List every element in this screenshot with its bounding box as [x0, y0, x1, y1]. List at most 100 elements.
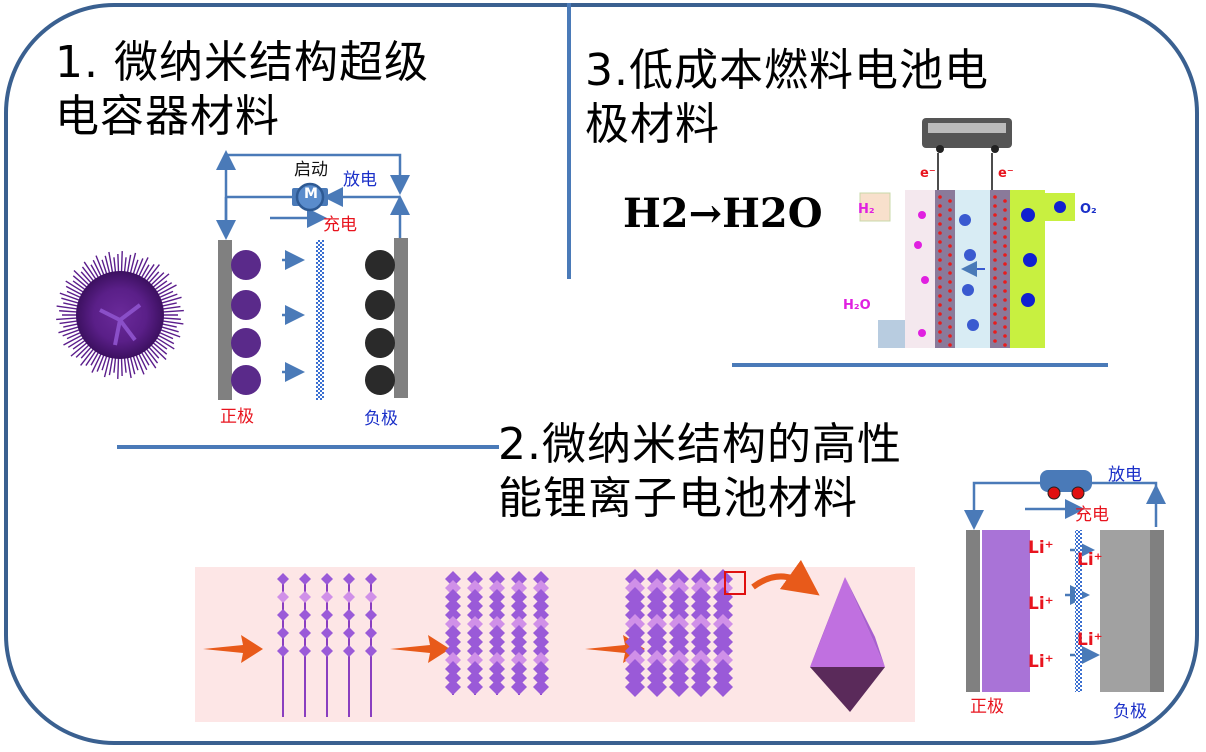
spike: [58, 325, 82, 334]
electron-right-label: e⁻: [998, 166, 1014, 181]
rounded-frame: [4, 3, 1199, 745]
nano-crystal: [467, 589, 483, 605]
negative-particles: [365, 250, 395, 395]
nano-crystal: [533, 643, 549, 659]
positive-electrode-label: 正极: [220, 407, 254, 427]
orange-arrow-icon: [203, 635, 263, 663]
nano-crystal: [489, 625, 505, 641]
nano-crystal: [445, 625, 461, 641]
spike: [158, 296, 182, 305]
nano-crystal: [489, 607, 505, 623]
sea-urchin-nanosphere: [56, 251, 184, 379]
nano-crystal: [445, 652, 461, 668]
nano-crystal: [365, 609, 377, 621]
nano-crystal: [511, 580, 527, 596]
nano-crystal: [489, 571, 505, 587]
nanostructure-growth-strip: [195, 559, 915, 722]
electron-left-label: e⁻: [920, 166, 936, 181]
nano-crystal: [489, 661, 505, 677]
nano-crystal: [489, 598, 505, 614]
nano-crystal: [321, 609, 333, 621]
horizontal-divider-right: [732, 363, 1108, 367]
li-discharge-label: 放电: [1108, 465, 1142, 485]
nano-crystal: [343, 609, 355, 621]
spike: [83, 261, 99, 283]
spike: [117, 354, 120, 379]
nano-crystal: [511, 634, 527, 650]
nano-crystal: [533, 670, 549, 686]
nano-crystal: [467, 679, 483, 695]
nano-crystal: [321, 573, 333, 585]
nano-crystal: [365, 627, 377, 639]
nano-crystal: [511, 652, 527, 668]
li-ion-label: Li⁺: [1077, 550, 1103, 570]
nano-crystal: [533, 571, 549, 587]
nano-crystal: [299, 573, 311, 585]
nano-crystal: [533, 679, 549, 695]
nano-crystal: [277, 645, 289, 657]
nano-crystal: [299, 645, 311, 657]
nano-crystal: [467, 652, 483, 668]
nano-crystal: [511, 607, 527, 623]
nano-crystal: [467, 670, 483, 686]
orange-arrow-icon: [390, 635, 450, 663]
nano-crystal: [299, 609, 311, 621]
li-ion-label: Li⁺: [1028, 538, 1054, 558]
li-ion-label: Li⁺: [1028, 594, 1054, 614]
nano-crystal: [467, 634, 483, 650]
nano-crystal: [647, 677, 667, 697]
nano-crystal: [445, 634, 461, 650]
li-charge-label: 充电: [1075, 505, 1109, 525]
spike: [128, 252, 137, 277]
negative-electrode-label: 负极: [364, 409, 398, 429]
nano-crystal: [467, 625, 483, 641]
nano-crystal: [511, 571, 527, 587]
nano-crystal: [489, 589, 505, 605]
spike: [148, 342, 167, 360]
li-negative-electrode-label: 负极: [1113, 702, 1147, 722]
nano-crystal: [533, 598, 549, 614]
li-ion-title: 2.微纳米结构的高性 能锂离子电池材料: [498, 419, 902, 524]
nano-crystal: [365, 591, 377, 603]
reaction-equation: H2→H2O: [623, 190, 823, 237]
nano-crystal: [467, 571, 483, 587]
nano-crystal: [277, 591, 289, 603]
nano-crystal: [489, 580, 505, 596]
horizontal-divider-left: [117, 445, 499, 449]
nano-crystal: [669, 677, 689, 697]
nano-crystal: [511, 670, 527, 686]
spike: [150, 273, 170, 290]
nano-crystal: [489, 643, 505, 659]
nano-crystal: [713, 677, 733, 697]
spike: [80, 346, 96, 366]
nano-crystal: [511, 625, 527, 641]
fuel-cell-title: 3.低成本燃料电池电 极材料: [585, 45, 989, 150]
spike: [144, 264, 160, 284]
nano-crystal: [445, 589, 461, 605]
nano-crystal: [533, 661, 549, 677]
nano-crystal: [467, 643, 483, 659]
spike: [73, 270, 92, 288]
nano-crystal: [445, 607, 461, 623]
charge-label: 充电: [323, 215, 357, 235]
nano-crystal: [533, 634, 549, 650]
octahedron-crystal: [810, 577, 885, 712]
nano-crystal: [489, 670, 505, 686]
nano-crystal: [533, 616, 549, 632]
nano-crystal: [299, 627, 311, 639]
li-ion-battery-diagram: [964, 470, 1166, 692]
nano-crystal: [445, 679, 461, 695]
nano-crystal: [467, 661, 483, 677]
nano-crystal: [489, 616, 505, 632]
nano-crystal: [321, 645, 333, 657]
start-label: 启动: [294, 160, 328, 180]
spike: [157, 328, 181, 338]
fuel-cell-diagram: [859, 118, 1075, 348]
spike: [159, 309, 184, 313]
supercapacitor-title: 1. 微纳米结构超级 电容器材料: [55, 37, 429, 142]
nano-crystal: [365, 645, 377, 657]
nano-crystal: [445, 670, 461, 686]
nano-crystal: [445, 598, 461, 614]
nano-crystal: [321, 591, 333, 603]
spike: [120, 251, 123, 276]
